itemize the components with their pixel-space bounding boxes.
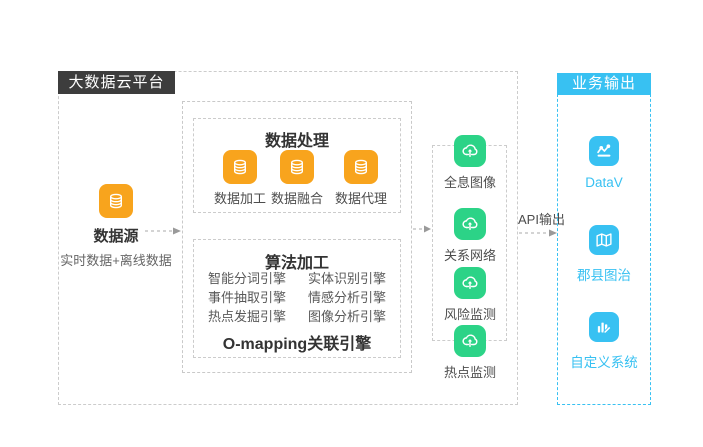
algorithm-box	[193, 239, 401, 358]
cloud-upload-icon	[454, 135, 486, 167]
monitor-output-item: 全息图像	[432, 135, 508, 191]
arrow-processing-to-outputs	[413, 225, 431, 233]
api-output-label: API输出	[518, 212, 565, 227]
engine-label: 情感分析引擎	[307, 290, 386, 305]
data-processing-box	[193, 118, 401, 213]
monitor-output-label: 热点监测	[443, 365, 496, 380]
data-processing-title: 数据处理	[264, 133, 329, 150]
monitor-output-label: 关系网络	[443, 248, 496, 263]
monitor-output-item: 风险监测	[432, 267, 508, 323]
monitor-output-label: 风险监测	[443, 307, 496, 322]
datasource-sublabel: 实时数据+离线数据	[60, 253, 172, 268]
processing-item-label: 数据代理	[334, 191, 387, 206]
datasource-label: 数据源	[93, 228, 139, 245]
processing-item-label: 数据加工	[213, 191, 266, 206]
arrow-datasource-to-processing	[145, 227, 181, 235]
engine-label: 热点发掘引擎	[207, 309, 286, 324]
processing-container-box	[182, 101, 412, 373]
business-item: DataV	[557, 136, 651, 190]
bar-chart-pencil-icon	[589, 312, 619, 342]
engine-label: 事件抽取引擎	[207, 290, 286, 305]
datasource-group: 数据源 实时数据+离线数据	[56, 184, 176, 269]
database-icon	[280, 150, 314, 184]
business-output-title: 业务输出	[557, 73, 651, 95]
monitor-output-label: 全息图像	[443, 175, 496, 190]
map-icon	[589, 225, 619, 255]
database-icon	[223, 150, 257, 184]
engine-label: 图像分析引擎	[307, 309, 386, 324]
platform-box	[58, 71, 518, 405]
engine-label: 智能分词引擎	[207, 271, 286, 286]
cloud-upload-icon	[454, 208, 486, 240]
arrow-api-to-business	[519, 229, 557, 237]
engine-label: 实体识别引擎	[307, 271, 386, 286]
processing-item: 数据代理	[328, 150, 394, 207]
business-item-label: DataV	[585, 175, 623, 190]
processing-item-label: 数据融合	[270, 191, 323, 206]
monitor-output-item: 热点监测	[432, 325, 508, 381]
cloud-upload-icon	[454, 267, 486, 299]
platform-title: 大数据云平台	[58, 71, 175, 94]
algorithm-title: 算法加工	[264, 255, 329, 272]
line-chart-icon	[589, 136, 619, 166]
business-item: 自定义系统	[557, 312, 651, 371]
omapping-engine-label: O-mapping关联引擎	[222, 336, 372, 353]
cloud-upload-icon	[454, 325, 486, 357]
monitor-output-item: 关系网络	[432, 208, 508, 264]
engine-list: 智能分词引擎 实体识别引擎 事件抽取引擎 情感分析引擎 热点发掘引擎 图像分析引…	[197, 272, 397, 324]
business-item-label: 郡县图治	[577, 268, 631, 283]
database-icon	[344, 150, 378, 184]
business-item: 郡县图治	[557, 225, 651, 284]
processing-item: 数据融合	[264, 150, 330, 207]
database-icon	[99, 184, 133, 218]
business-item-label: 自定义系统	[570, 355, 638, 370]
processing-item: 数据加工	[207, 150, 273, 207]
